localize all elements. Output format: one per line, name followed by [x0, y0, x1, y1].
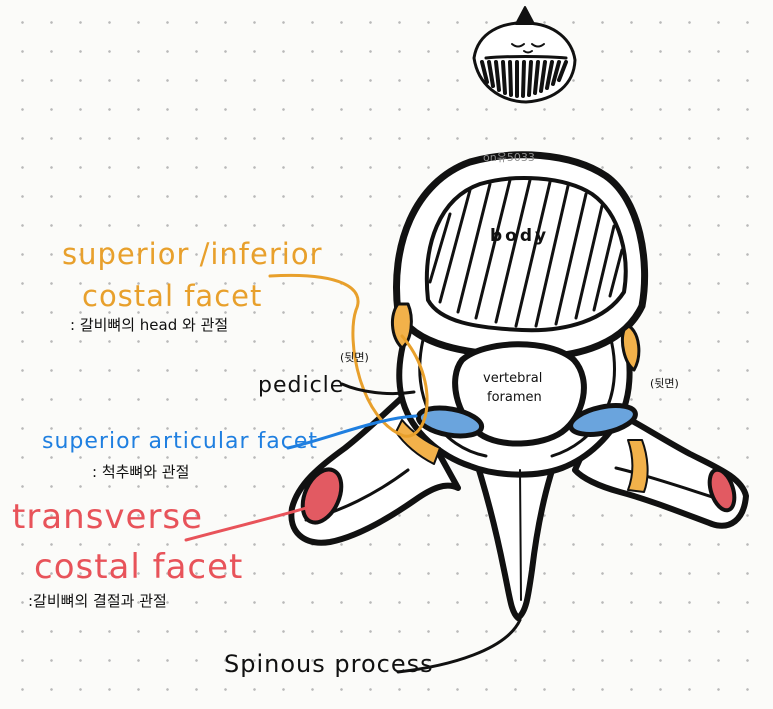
vertebral-foramen-label-line1: vertebral: [483, 371, 543, 386]
articular-facet-pointer: [286, 414, 418, 450]
costal-facet-note: : 갈비뼈의 head 와 관절: [70, 316, 229, 334]
transverse-process-right: [572, 403, 749, 529]
transverse-costal-note: :갈비뼈의 결절과 관절: [28, 592, 167, 610]
watermark: on유5033: [483, 151, 535, 164]
body-label: body: [490, 226, 550, 246]
pedicle-pointer: [340, 382, 416, 396]
superior-articular-note: : 척추뼈와 관절: [92, 463, 190, 481]
transverse-costal-facets: [300, 467, 737, 525]
body-inner-surface: [424, 176, 628, 333]
transverse-facet-pointer: [184, 506, 308, 542]
spinous-process-pointer: [396, 618, 522, 674]
transverse-costal-facet-label-line1: transverse: [12, 497, 204, 537]
spinous-process: [469, 445, 563, 621]
body-hatching: [428, 178, 624, 328]
pedicle-label: pedicle: [258, 373, 345, 398]
vertebral-foramen-label-line2: foramen: [487, 390, 542, 405]
spinous-process-label: Spinous process: [224, 650, 434, 678]
superior-articular-facet-label: superior articular facet: [42, 429, 318, 454]
back-side-label-right: (뒷면): [650, 377, 679, 390]
costal-facet-label-line1: superior /inferior: [62, 237, 323, 271]
transverse-costal-facet-label-line2: costal facet: [34, 547, 244, 587]
costal-facet-markers: [391, 302, 649, 493]
back-side-label-left: (뒷면): [340, 351, 369, 364]
superior-articular-facets: [415, 403, 638, 439]
hedgehog-doodle-icon: [472, 6, 577, 104]
costal-facet-label-line2: costal facet: [82, 279, 263, 313]
costal-facet-pointer: [268, 273, 429, 438]
